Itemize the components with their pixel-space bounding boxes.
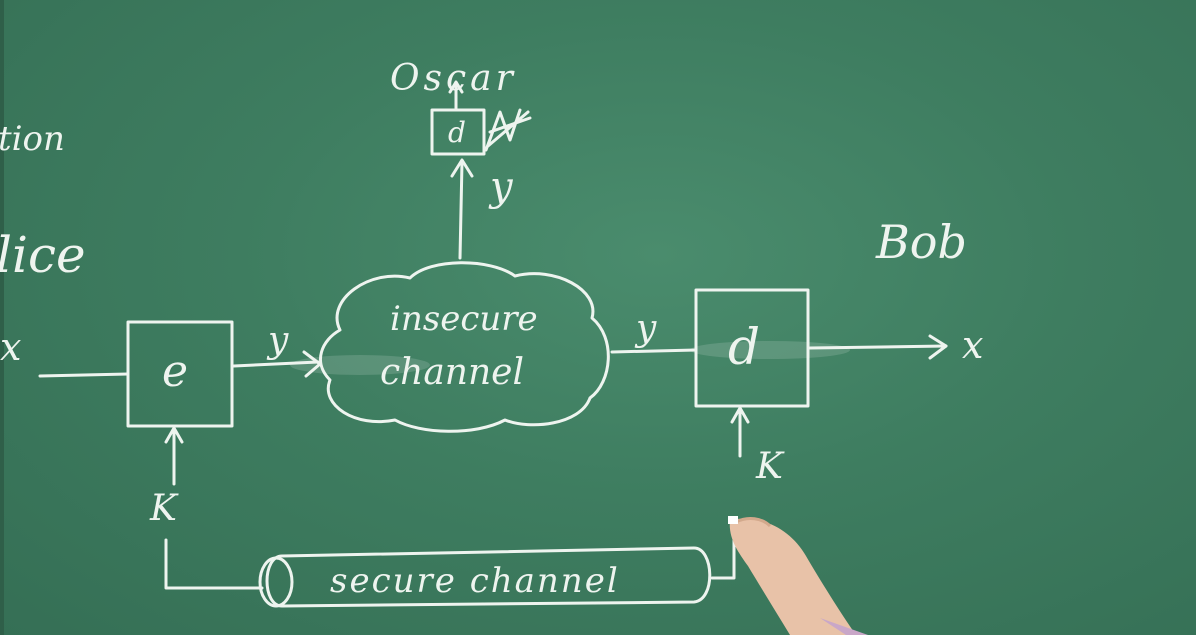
chalk-smudge [690, 341, 850, 359]
encrypt-box [126, 320, 234, 428]
chalk-piece [728, 516, 738, 524]
eavesdropper-output-arrowhead [448, 80, 464, 94]
key-arrowhead-encrypt [164, 426, 184, 444]
eavesdrop-line [458, 160, 464, 260]
secure-channel-label: secure channel [330, 561, 620, 601]
eavesdropper-label: Oscar [390, 58, 517, 99]
ciphertext-line-left [232, 360, 320, 368]
secure-channel-line-left [164, 538, 264, 590]
receiver-label: Bob [875, 215, 967, 269]
decrypt-box [694, 288, 810, 408]
sender-label: lice [0, 226, 86, 284]
board-frame-edge [0, 0, 4, 635]
eavesdropper-decrypt-box-label: d [448, 116, 466, 149]
key-arrowhead-decrypt [730, 406, 750, 424]
plaintext-output-arrowhead [928, 334, 948, 360]
key-label-decrypt: K [755, 446, 785, 487]
plaintext-output-label: x [962, 323, 983, 367]
secure-channel-pipe [265, 546, 712, 608]
scribbled-out-key [484, 108, 532, 152]
instructor-sleeve [820, 618, 868, 635]
encrypt-box-label: e [162, 346, 188, 397]
instructor-hand [729, 518, 856, 635]
plaintext-input-line [38, 372, 130, 378]
insecure-channel-label: insecure [390, 299, 538, 339]
ciphertext-line-right [610, 348, 698, 354]
instructor-hand-knuckle [735, 517, 772, 528]
plaintext-output-line [808, 344, 948, 350]
eavesdrop-arrowhead [450, 158, 474, 178]
decrypt-box-label: d [728, 318, 760, 376]
insecure-channel-label-2: channel [380, 352, 524, 393]
ciphertext-label-left: y [266, 320, 289, 361]
plaintext-input-label: x [0, 325, 21, 369]
secure-channel-line-right [710, 526, 736, 580]
eavesdropper-decrypt-box [430, 108, 486, 156]
secure-channel-pipe-end [258, 556, 294, 608]
eavesdrop-ciphertext-label: y [488, 164, 514, 210]
key-label-encrypt: K [149, 488, 179, 529]
partial-heading: tion [0, 119, 65, 159]
ciphertext-label-right: y [634, 308, 657, 349]
insecure-channel-cloud [319, 261, 610, 433]
chalk-smudge [290, 355, 430, 375]
